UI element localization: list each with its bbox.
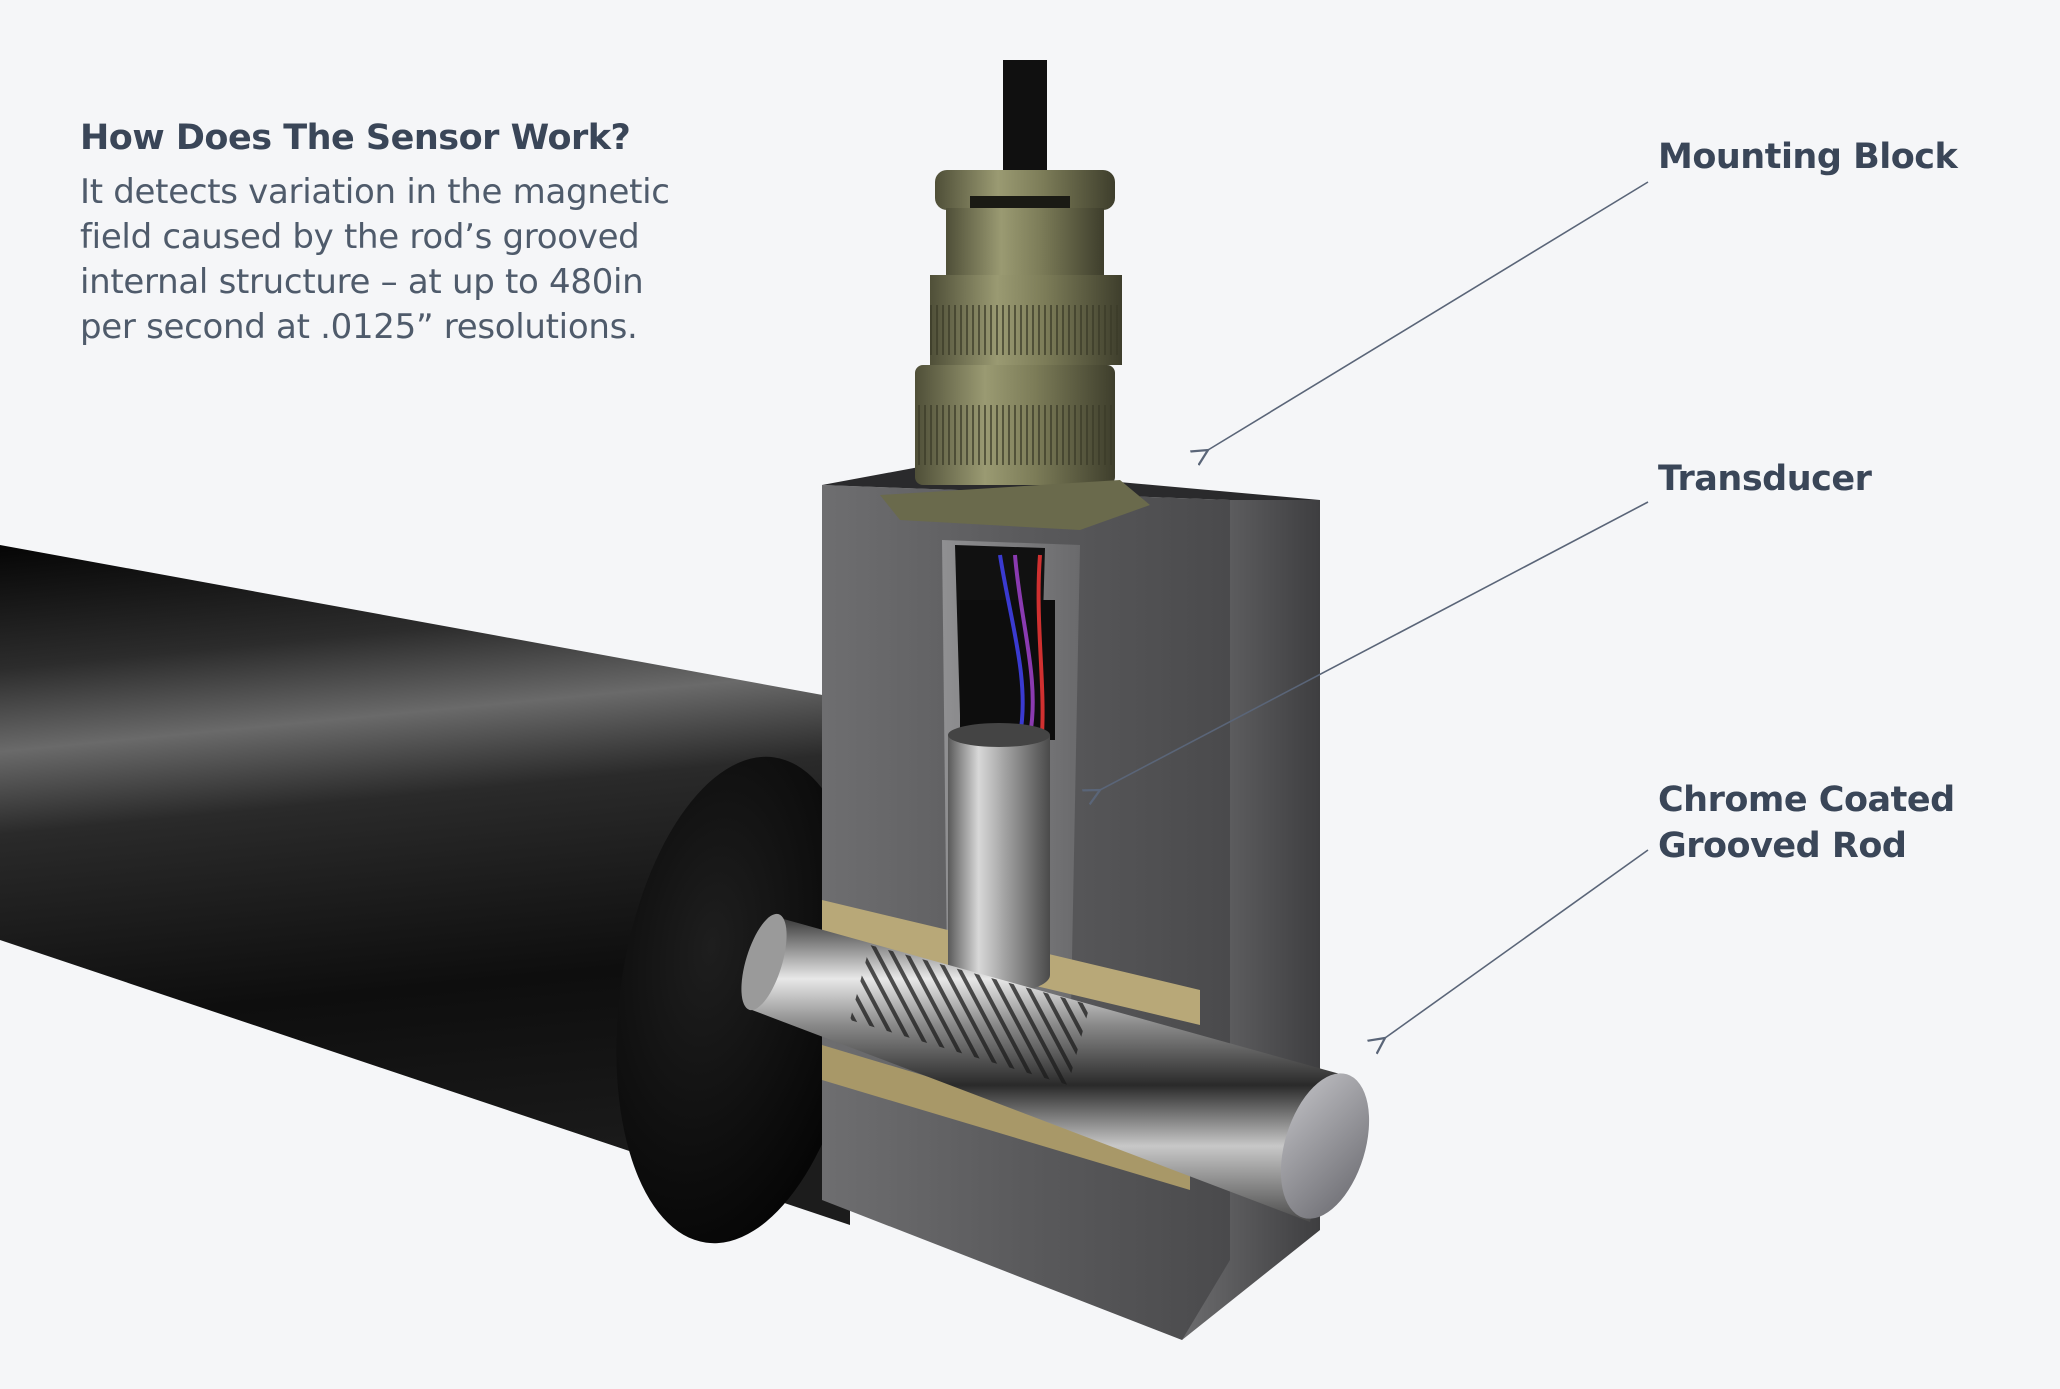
connector-flange	[880, 480, 1150, 530]
wire-purple	[1013, 554, 1035, 736]
transducer-tube-top	[948, 723, 1050, 747]
callout-transducer: Transducer	[1658, 459, 1872, 499]
connector-knurl-upper-texture	[930, 305, 1122, 355]
cable	[1003, 60, 1047, 180]
leader-line-rod	[1385, 849, 1649, 1038]
cylinder-end-cap	[616, 756, 864, 1244]
wire-blue	[998, 554, 1025, 736]
intro-body: It detects variation in the magnetic fie…	[80, 172, 670, 347]
intro-text-block: How Does The Sensor Work? It detects var…	[80, 118, 760, 350]
callout-mounting-block: Mounting Block	[1658, 137, 1958, 177]
wire-red	[1036, 554, 1045, 736]
brass-shim-lower	[822, 1045, 1190, 1190]
callout-chrome-grooved-rod: Chrome Coated Grooved Rod	[1658, 780, 1955, 866]
transducer-tube	[948, 735, 1050, 993]
rod-grooves	[850, 945, 1090, 1085]
rod-end-face	[1280, 1073, 1370, 1219]
connector-assembly	[880, 60, 1150, 530]
black-cylinder	[0, 545, 864, 1244]
chrome-grooved-rod	[741, 913, 1370, 1222]
transducer	[948, 554, 1055, 993]
connector-knurl-lower-texture	[915, 405, 1115, 465]
leader-line-transducer	[1100, 501, 1649, 790]
connector-body-upper	[946, 208, 1104, 278]
leader-line-mounting-block	[1208, 181, 1649, 450]
intro-heading: How Does The Sensor Work?	[80, 118, 631, 158]
mounting-block	[822, 465, 1320, 1340]
rod-start-cap	[741, 913, 787, 1011]
